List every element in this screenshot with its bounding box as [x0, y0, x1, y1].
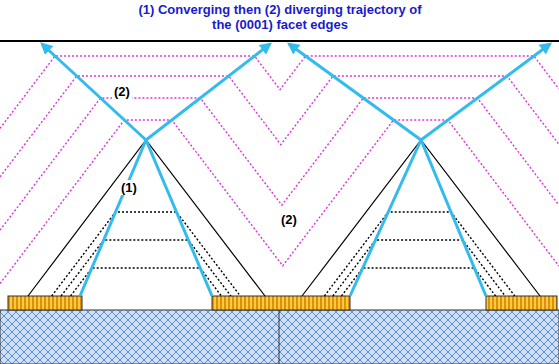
substrate-divider	[279, 310, 280, 364]
growth-front	[0, 56, 559, 128]
growth-front	[61, 240, 231, 296]
growth-fronts	[0, 56, 559, 296]
stage-number: (2)	[279, 212, 299, 227]
growth-front	[52, 212, 241, 296]
growth-front	[0, 76, 559, 177]
growth-front	[71, 268, 222, 296]
substrate	[0, 310, 559, 364]
mask-stripe	[8, 296, 82, 310]
stage-number: (1)	[119, 180, 139, 195]
stage-number: (2)	[112, 84, 132, 99]
growth-front	[333, 240, 505, 296]
mask-stripe	[212, 296, 350, 310]
diagram-title: (1) Converging then (2) diverging trajec…	[130, 2, 430, 32]
facet-edge-trajectory	[42, 44, 550, 296]
crystal-outline	[302, 140, 540, 296]
mask-stripe	[486, 296, 557, 310]
surface-line	[0, 40, 559, 42]
crystal-outline	[28, 140, 265, 296]
growth-front	[342, 268, 496, 296]
